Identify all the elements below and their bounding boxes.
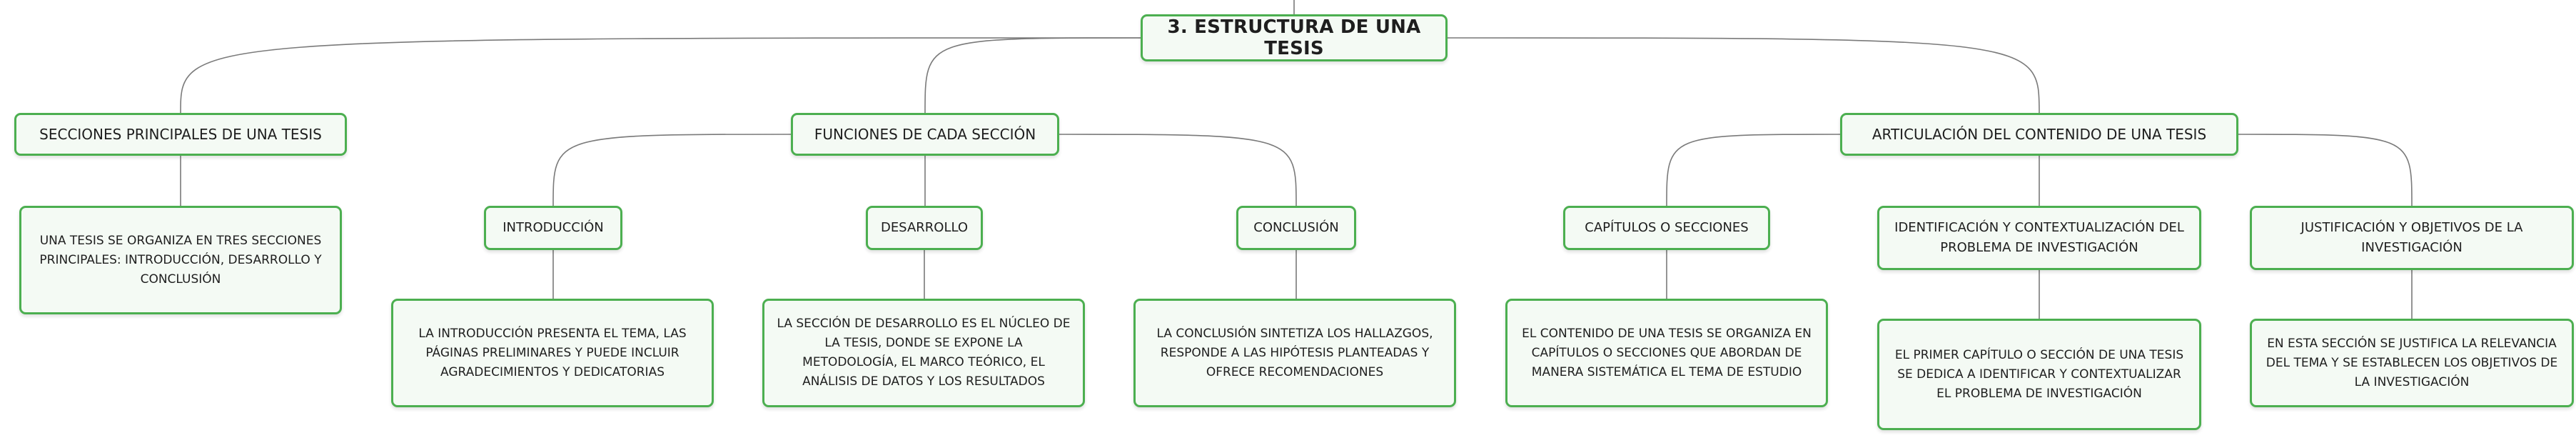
branch-node-funciones[interactable]: FUNCIONES DE CADA SECCIÓN [791,113,1059,156]
branch-label: SECCIONES PRINCIPALES DE UNA TESIS [39,126,322,143]
topic-node-desarrollo[interactable]: DESARROLLO [866,206,983,250]
detail-text: LA CONCLUSIÓN SINTETIZA LOS HALLAZGOS, R… [1156,326,1433,379]
detail-text: EL CONTENIDO DE UNA TESIS SE ORGANIZA EN… [1522,326,1812,379]
topic-label: JUSTIFICACIÓN Y OBJETIVOS DE LA INVESTIG… [2300,220,2523,255]
connector-root-b2 [1447,37,2040,114]
topic-node-identificacion[interactable]: IDENTIFICACIÓN Y CONTEXTUALIZACIÓN DEL P… [1877,206,2201,270]
branch-node-secciones-principales[interactable]: SECCIONES PRINCIPALES DE UNA TESIS [14,113,347,156]
detail-node-introduccion[interactable]: LA INTRODUCCIÓN PRESENTA EL TEMA, LAS PÁ… [391,299,714,407]
root-label: 3. ESTRUCTURA DE UNA TESIS [1167,16,1421,59]
detail-text: LA INTRODUCCIÓN PRESENTA EL TEMA, LAS PÁ… [418,326,687,379]
detail-node-identificacion[interactable]: EL PRIMER CAPÍTULO O SECCIÓN DE UNA TESI… [1877,319,2201,430]
topic-label: DESARROLLO [880,220,969,235]
topic-node-conclusion[interactable]: CONCLUSIÓN [1236,206,1356,250]
topic-label: INTRODUCCIÓN [502,220,604,235]
branch-label: FUNCIONES DE CADA SECCIÓN [814,126,1036,143]
connector-root-b0 [180,37,1141,114]
connector-b2-c0 [1666,134,1841,206]
detail-text: EN ESTA SECCIÓN SE JUSTIFICA LA RELEVANC… [2266,336,2558,389]
branch-label: ARTICULACIÓN DEL CONTENIDO DE UNA TESIS [1872,126,2207,143]
detail-node-capitulos[interactable]: EL CONTENIDO DE UNA TESIS SE ORGANIZA EN… [1505,299,1828,407]
root-node[interactable]: 3. ESTRUCTURA DE UNA TESIS [1141,14,1448,61]
topic-label: IDENTIFICACIÓN Y CONTEXTUALIZACIÓN DEL P… [1894,220,2184,255]
detail-node-justificacion[interactable]: EN ESTA SECCIÓN SE JUSTIFICA LA RELEVANC… [2250,319,2574,407]
detail-text: LA SECCIÓN DE DESARROLLO ES EL NÚCLEO DE… [777,317,1071,389]
detail-text: EL PRIMER CAPÍTULO O SECCIÓN DE UNA TESI… [1894,347,2184,401]
detail-text: UNA TESIS SE ORGANIZA EN TRES SECCIONES … [39,233,322,287]
detail-node-tres-secciones[interactable]: UNA TESIS SE ORGANIZA EN TRES SECCIONES … [19,206,342,314]
branch-node-articulacion[interactable]: ARTICULACIÓN DEL CONTENIDO DE UNA TESIS [1840,113,2238,156]
connector-b1-c2 [1059,134,1297,206]
topic-node-introduccion[interactable]: INTRODUCCIÓN [484,206,622,250]
connector-b2-c2 [2238,134,2413,206]
topic-label: CAPÍTULOS O SECCIONES [1585,220,1749,235]
detail-node-conclusion[interactable]: LA CONCLUSIÓN SINTETIZA LOS HALLAZGOS, R… [1133,299,1456,407]
connector-root-b1 [924,37,1141,114]
topic-label: CONCLUSIÓN [1253,220,1339,235]
detail-node-desarrollo[interactable]: LA SECCIÓN DE DESARROLLO ES EL NÚCLEO DE… [762,299,1085,407]
topic-node-capitulos[interactable]: CAPÍTULOS O SECCIONES [1563,206,1770,250]
topic-node-justificacion[interactable]: JUSTIFICACIÓN Y OBJETIVOS DE LA INVESTIG… [2250,206,2574,270]
connector-b1-c0 [552,134,792,206]
